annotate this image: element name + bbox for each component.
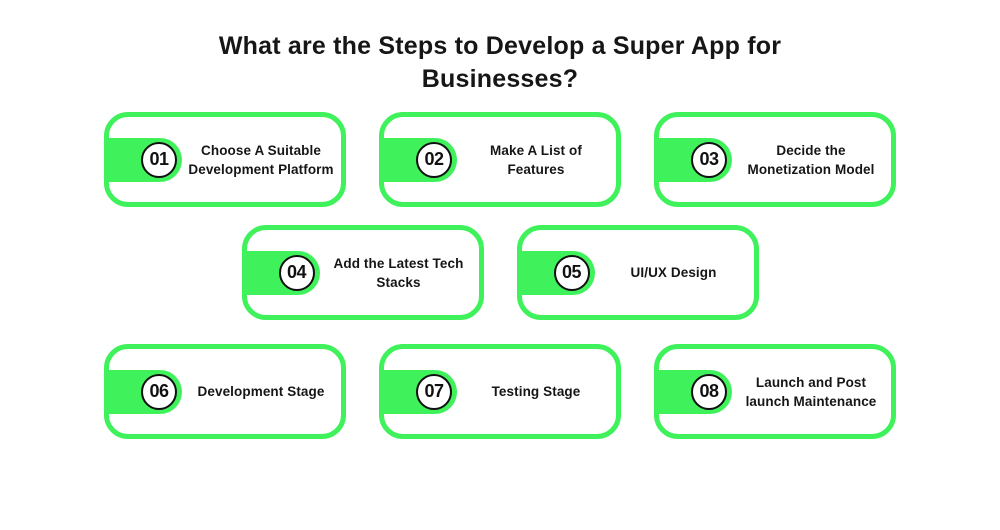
step-card-06: 06 Development Stage [104, 344, 346, 439]
step-number-badge: 01 [141, 141, 177, 178]
step-number-tab: 03 [654, 137, 732, 182]
step-label: Add the Latest Tech Stacks [333, 255, 464, 290]
step-number-badge: 02 [416, 141, 452, 178]
step-number-tab: 01 [104, 137, 182, 182]
step-card-04: 04 Add the Latest Tech Stacks [241, 225, 484, 320]
step-card-03: 03 Decide the Monetization Model [654, 112, 896, 207]
step-label: Make A List of Features [490, 142, 582, 177]
step-label-container: Add the Latest Tech Stacks [323, 230, 475, 315]
step-label: Testing Stage [491, 384, 581, 399]
step-label: Development Stage [197, 384, 325, 399]
step-card-08: 08 Launch and Post launch Maintenance [654, 344, 896, 439]
step-label: Launch and Post launch Maintenance [745, 374, 877, 409]
step-card-01: 01 Choose A Suitable Development Platfor… [104, 112, 346, 207]
step-number-badge: 06 [141, 373, 177, 410]
step-number-tab: 07 [379, 369, 457, 414]
page-title: What are the Steps to Develop a Super Ap… [218, 32, 782, 93]
step-card-02: 02 Make A List of Features [379, 112, 621, 207]
step-number-badge: 04 [278, 254, 315, 291]
step-number-tab: 06 [104, 369, 182, 414]
step-label-container: Launch and Post launch Maintenance [735, 349, 887, 434]
step-number-tab: 04 [241, 250, 320, 295]
steps-row-3: 06 Development Stage 07 Testing Stage 08… [0, 344, 1000, 439]
step-label-container: Development Stage [185, 349, 337, 434]
step-number-tab: 02 [379, 137, 457, 182]
step-label: UI/UX Design [630, 265, 717, 280]
step-number-badge: 03 [691, 141, 727, 178]
steps-row-1: 01 Choose A Suitable Development Platfor… [0, 112, 1000, 207]
step-label-container: UI/UX Design [598, 230, 750, 315]
step-label-container: Choose A Suitable Development Platform [185, 117, 337, 202]
step-number-badge: 08 [691, 373, 727, 410]
step-label-container: Decide the Monetization Model [735, 117, 887, 202]
step-number-badge: 05 [553, 254, 590, 291]
super-app-steps-infographic: What are the Steps to Develop a Super Ap… [0, 30, 1000, 530]
step-number-tab: 08 [654, 369, 732, 414]
step-card-07: 07 Testing Stage [379, 344, 621, 439]
step-label-container: Make A List of Features [460, 117, 612, 202]
step-number-tab: 05 [516, 250, 595, 295]
step-number-badge: 07 [416, 373, 452, 410]
step-label-container: Testing Stage [460, 349, 612, 434]
step-card-05: 05 UI/UX Design [516, 225, 759, 320]
step-label: Decide the Monetization Model [747, 142, 875, 177]
step-label: Choose A Suitable Development Platform [188, 142, 334, 177]
steps-row-2: 04 Add the Latest Tech Stacks 05 UI/UX D… [0, 225, 1000, 320]
